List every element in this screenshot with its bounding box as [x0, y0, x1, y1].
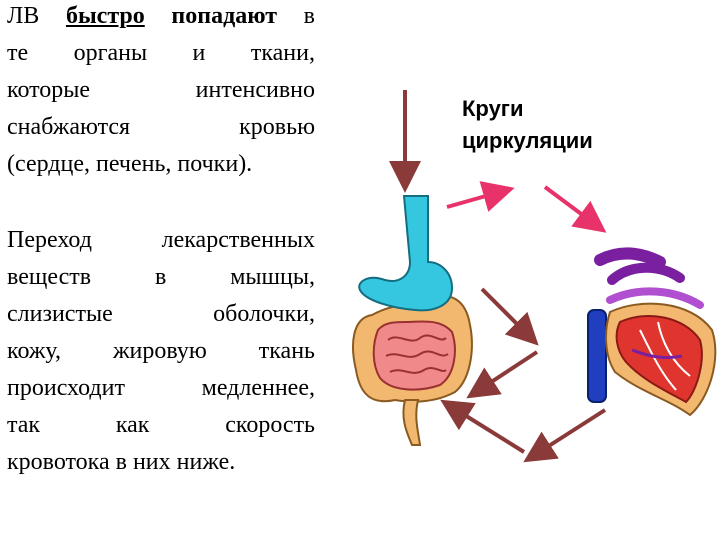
arrow-to-tissues — [480, 287, 539, 346]
fast-distribution-paragraph: ЛВ быстро попадают в те органы и ткани, … — [7, 0, 315, 183]
arrow-from-heart — [523, 408, 607, 463]
digestive-tract-icon — [352, 195, 473, 446]
paragraph1-line4: снабжаются кровью — [7, 114, 315, 140]
paragraph2-line: кожу, жировую ткань — [7, 338, 315, 364]
paragraph1-line5: (сердце, печень, почки). — [7, 151, 253, 177]
paragraph2-line: Переход лекарственных — [7, 227, 315, 253]
heart-icon — [587, 247, 717, 417]
circulation-title: Круги циркуляции — [462, 93, 593, 157]
paragraph1-line2: те органы и ткани, — [7, 40, 315, 66]
arrow-to-circle — [446, 181, 515, 212]
paragraph1-line1: ЛВ быстро попадают в — [7, 3, 315, 29]
arrow-to-heart — [543, 185, 607, 233]
circulation-title-line2: циркуляции — [462, 128, 593, 153]
paragraph2-line: кровотока в них ниже. — [7, 449, 236, 475]
reach-word: попадают — [171, 3, 278, 29]
slow-distribution-paragraph: Переход лекарственных веществ в мышцы, с… — [7, 222, 315, 481]
paragraph2-line: веществ в мышцы, — [7, 264, 315, 290]
paragraph1-line3: которые интенсивно — [7, 77, 315, 103]
paragraph2-line: происходит медленнее, — [7, 375, 315, 401]
fast-word: быстро — [65, 3, 145, 29]
arrow-from-tissues — [466, 350, 539, 399]
arrow-return-intestine — [440, 399, 526, 454]
circulation-title-line1: Круги — [462, 96, 524, 121]
paragraph2-line: так как скорость — [7, 412, 315, 438]
paragraph2-line: слизистые оболочки, — [7, 301, 315, 327]
